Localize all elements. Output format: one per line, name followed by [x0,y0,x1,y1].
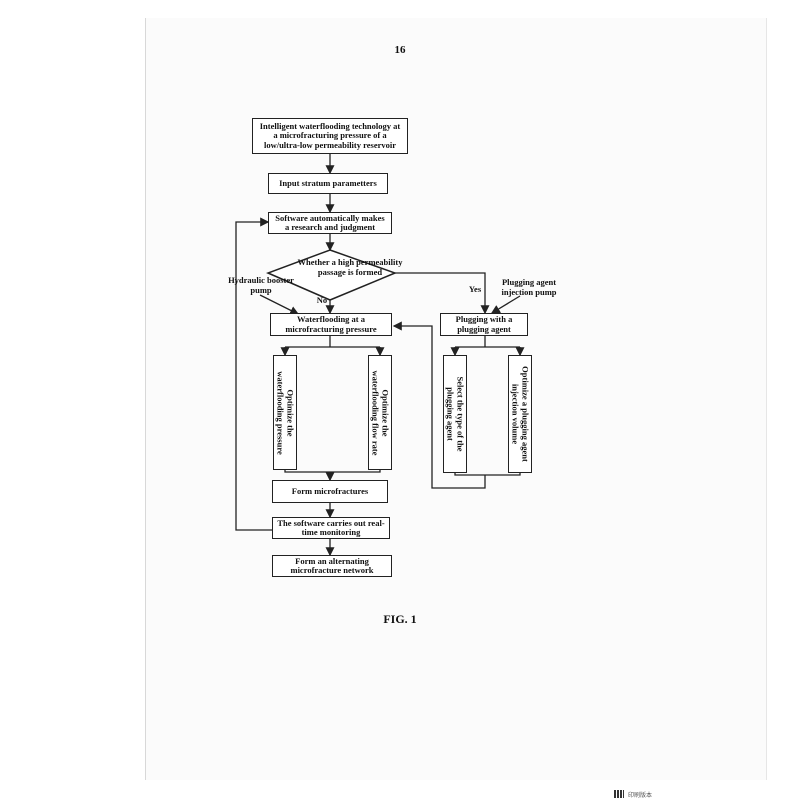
plugging-node: Plugging with a plugging agent [440,313,528,336]
optimize-pressure-text: Optimize the waterflooding pressure [276,370,296,455]
start-node: Intelligent waterflooding technology at … [252,118,408,154]
select-agent-type-text: Select the type of the plugging agent [446,376,466,452]
alternating-network-node: Form an alternating microfracture networ… [272,555,392,577]
monitoring-node: The software carries out real-time monit… [272,517,390,539]
select-agent-type-node: Select the type of the plugging agent [443,355,467,473]
optimize-volume-text: Optimize a plugging agent injection volu… [511,366,531,462]
form-microfractures-node: Form microfractures [272,480,388,503]
no-label: No [316,295,328,305]
input-parameters-node: Input stratum parametters [268,173,388,194]
yes-label: Yes [468,284,482,294]
optimize-volume-node: Optimize a plugging agent injection volu… [508,355,532,473]
hydraulic-pump-label: Hydraulic booster pump [228,275,294,295]
footer-stamp: 印刷版本 [628,792,653,799]
software-judgment-node: Software automatically makes a research … [268,212,392,234]
decision-text: Whether a high permeability passage is f… [297,257,403,277]
waterflooding-node: Waterflooding at a microfracturing press… [270,313,392,336]
figure-caption: FIG. 1 [383,612,417,626]
optimize-flow-text: Optimize the waterflooding flow rate [371,370,391,455]
plugging-pump-label: Plugging agent injection pump [501,277,557,297]
page-number: 16 [394,44,406,56]
qr-code-icon [614,790,624,798]
optimize-pressure-node: Optimize the waterflooding pressure [273,355,297,470]
optimize-flow-node: Optimize the waterflooding flow rate [368,355,392,470]
